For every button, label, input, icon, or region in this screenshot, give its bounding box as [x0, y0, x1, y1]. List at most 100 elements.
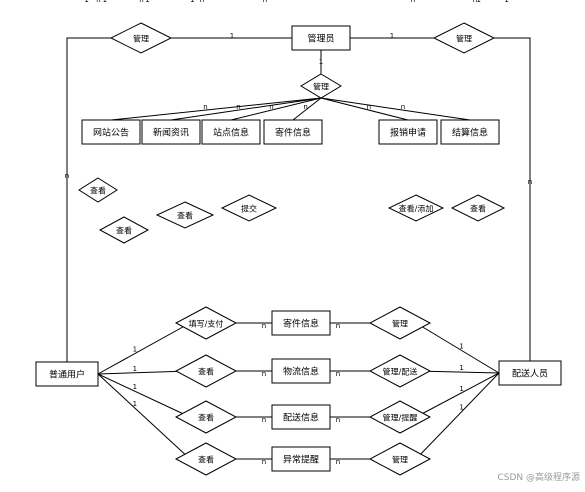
entity-label: 寄件信息: [275, 127, 311, 139]
relationship-diamond: [300, 73, 342, 99]
entity-label: 站点信息: [213, 127, 249, 139]
relationship-diamond: [220, 194, 278, 222]
card-station_info: n: [200, 0, 204, 4]
entity-send-info-top: 寄件信息: [263, 119, 323, 145]
card-user-user_view_station: 1: [145, 0, 149, 4]
relationship-courier-view-add-reimb: 查看/添加: [387, 194, 445, 222]
relationship-label: 查看: [470, 204, 486, 214]
entity-box: [440, 119, 500, 145]
edge-user-user_view_logistics: [97, 370, 191, 375]
card-exception_issue-right: n: [336, 458, 340, 466]
relationship-label: 查看: [90, 186, 106, 196]
entity-box: [201, 119, 261, 145]
relationship-user-view-logistics: 查看: [174, 354, 238, 388]
entity-box: [271, 446, 331, 472]
entity-box: [81, 119, 141, 145]
card-center-reimbursement: n: [367, 103, 371, 111]
entity-box: [141, 119, 201, 145]
relationship-label: 填写/支付: [189, 319, 224, 329]
card-admin-center: 1: [319, 58, 323, 66]
entity-box: [35, 361, 99, 387]
relationship-diamond: [368, 306, 432, 340]
entity-box: [263, 119, 323, 145]
entity-box: [378, 119, 438, 145]
entity-box: [271, 358, 331, 384]
edge-center-site_notice: [110, 97, 322, 121]
relationship-diamond: [450, 194, 506, 222]
card-user-user_submit_send: 1: [190, 0, 194, 4]
relationship-diamond: [109, 22, 173, 54]
entity-logistics-info: 物流信息: [271, 358, 331, 384]
card-center-news: n: [236, 103, 240, 111]
relationship-user-view-notice: 查看: [78, 177, 118, 203]
card-center-site_notice: n: [203, 103, 207, 111]
edge-center-send_info_top: [292, 97, 322, 121]
relationship-diamond: [174, 306, 238, 340]
relationship-label: 提交: [241, 204, 257, 214]
watermark: CSDN @高级程序源: [497, 471, 580, 483]
relationship-label: 管理: [313, 82, 329, 92]
entity-label: 普通用户: [49, 369, 85, 381]
card-courier-admin: n: [528, 178, 532, 186]
card-send_info-right: n: [336, 322, 340, 330]
relationship-diamond: [174, 442, 238, 476]
relationship-label: 查看/添加: [399, 204, 434, 214]
card-exception_issue-left: n: [262, 458, 266, 466]
card-user-user_view_notice: 1: [84, 0, 88, 4]
relationship-user-view-station: 查看: [155, 201, 215, 229]
card-news: n: [139, 0, 143, 4]
entity-label: 配送信息: [283, 412, 319, 424]
entity-exception-issue: 异常提醒: [271, 446, 331, 472]
edge-courier_manage_remind-courier: [415, 372, 500, 418]
edge-center-news: [170, 97, 322, 121]
card-user-user_view_logistics: 1: [133, 365, 137, 373]
relationship-label: 管理: [456, 34, 472, 44]
card-center-send_info_top: n: [303, 103, 307, 111]
edge-user-user_fill_pay: [97, 322, 191, 375]
relationship-user-view-exception: 查看: [174, 442, 238, 476]
card-send_info-left: n: [262, 322, 266, 330]
relationship-label: 查看: [198, 455, 214, 465]
relationship-diamond: [368, 400, 432, 434]
entity-settlement: 结算信息: [440, 119, 500, 145]
edge-courier_manage_exception-courier: [415, 372, 500, 460]
relationship-label: 管理/提醒: [383, 413, 418, 423]
card-admin-left: 1: [230, 32, 234, 40]
relationship-user-submit-send: 提交: [220, 194, 278, 222]
relationship-diamond: [368, 442, 432, 476]
entity-label: 新闻资讯: [153, 127, 189, 139]
edge-center-settlement: [320, 97, 471, 121]
relationship-courier-manage-deliver: 管理/配送: [368, 354, 432, 388]
entity-courier: 配送人员: [498, 360, 562, 386]
card-site_notice: n: [96, 0, 100, 4]
relationship-admin-user-manage: 管理: [109, 22, 173, 54]
entity-delivery-info: 配送信息: [271, 404, 331, 430]
card-courier-courier_view_add_reimb: 1: [476, 0, 480, 4]
entity-send-info: 寄件信息: [271, 310, 331, 336]
card-logistics_info-right: n: [336, 370, 340, 378]
card-user-user_fill_pay: 1: [133, 346, 137, 354]
card-user-admin: n: [65, 172, 69, 180]
relationship-label: 管理: [133, 34, 149, 44]
entity-label: 网站公告: [93, 127, 129, 139]
card-user-user_view_delivery: 1: [133, 383, 137, 391]
relationship-diamond: [78, 177, 118, 203]
nodes: 管理员普通用户配送人员网站公告新闻资讯站点信息寄件信息报销申请结算信息寄件信息物…: [35, 22, 562, 476]
relationship-user-view-news: 查看: [98, 216, 150, 244]
relationship-label: 管理: [392, 319, 408, 329]
card-user-user_view_news: 1: [103, 0, 107, 4]
relationship-user-view-delivery: 查看: [174, 400, 238, 434]
relationship-label: 查看: [198, 367, 214, 377]
entity-reimbursement: 报销申请: [378, 119, 438, 145]
entity-box: [291, 25, 351, 51]
card-admin-right: 1: [390, 32, 394, 40]
relationship-courier-manage-send: 管理: [368, 306, 432, 340]
entity-label: 配送人员: [512, 368, 548, 380]
relationship-diamond: [432, 22, 496, 54]
card-send_info_top: n: [263, 0, 267, 4]
relationship-label: 查看: [198, 413, 214, 423]
entity-box: [271, 310, 331, 336]
card-settlement: n: [473, 0, 477, 4]
